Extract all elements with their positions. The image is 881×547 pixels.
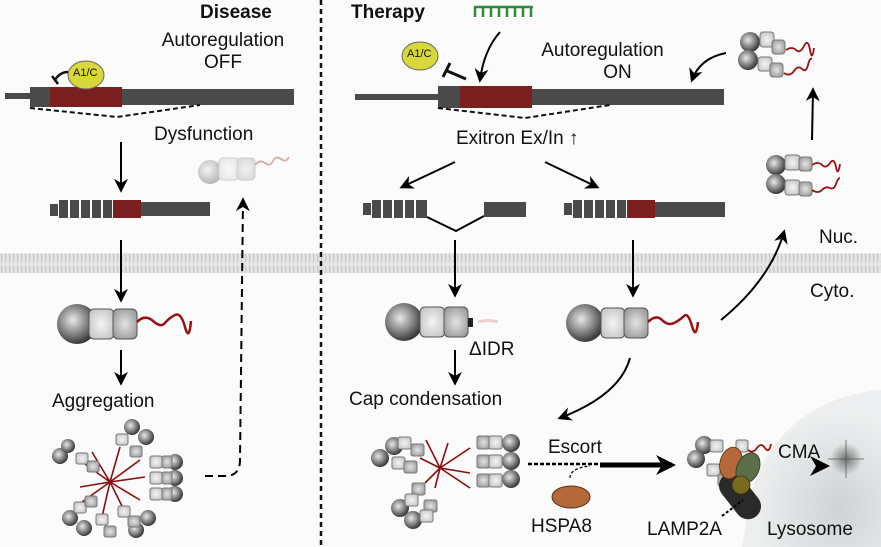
lysosome-label: Lysosome [767,519,853,540]
dimer-protein-mid [766,154,841,197]
therapy-gene [355,86,724,120]
cap-condensate [371,434,520,529]
escort-arrow [528,455,676,479]
aso-oligo-icon [473,5,533,17]
full-length-protein [566,304,700,342]
cma-label: CMA [778,442,821,463]
cap-condensation-label: Cap condensation [349,389,503,410]
disease-transcript [50,200,210,218]
disease-autoregulation-label: Autoregulation OFF [150,30,296,74]
therapy-a1c-repressor [401,41,467,81]
exitron-spliced-transcript [363,200,526,233]
disease-a1c-repressor [51,60,105,90]
disease-panel-title: Disease [200,2,272,23]
disease-gene [5,87,294,119]
dysfunction-protein [198,156,290,184]
lamp2a-label: LAMP2A [647,519,722,540]
aggregate [52,419,183,538]
cytoplasm-label: Cyto. [810,281,855,302]
nuclear-membrane [0,253,881,273]
dysfunction-dashed-arrow [205,197,250,477]
delta-idr-protein [385,303,499,341]
disease-a1c-label: A1/C [73,67,98,79]
delta-idr-label: ΔIDR [469,339,515,360]
therapy-autoregulation-state: ON [603,62,632,83]
hspa8-chaperone [551,485,591,509]
therapy-panel-title: Therapy [351,2,425,23]
disease-autoregulation-text: Autoregulation [161,30,285,51]
therapy-autoregulation-label: Autoregulation ON [530,40,675,84]
dysfunction-label: Dysfunction [154,124,254,145]
nucleus-label: Nuc. [819,227,859,248]
disease-protein [57,304,193,344]
lamp2a-complex [687,436,772,520]
escort-label: Escort [548,437,602,458]
aggregation-label: Aggregation [52,391,155,412]
therapy-a1c-label: A1/C [407,48,432,60]
exitron-label: Exitron Ex/In ↑ [456,128,579,149]
hspa8-label: HSPA8 [531,516,592,537]
exitron-retained-transcript [564,200,725,218]
disease-autoregulation-state: OFF [204,52,242,73]
dimer-protein-top [738,31,815,78]
therapy-autoregulation-text: Autoregulation [541,40,664,61]
